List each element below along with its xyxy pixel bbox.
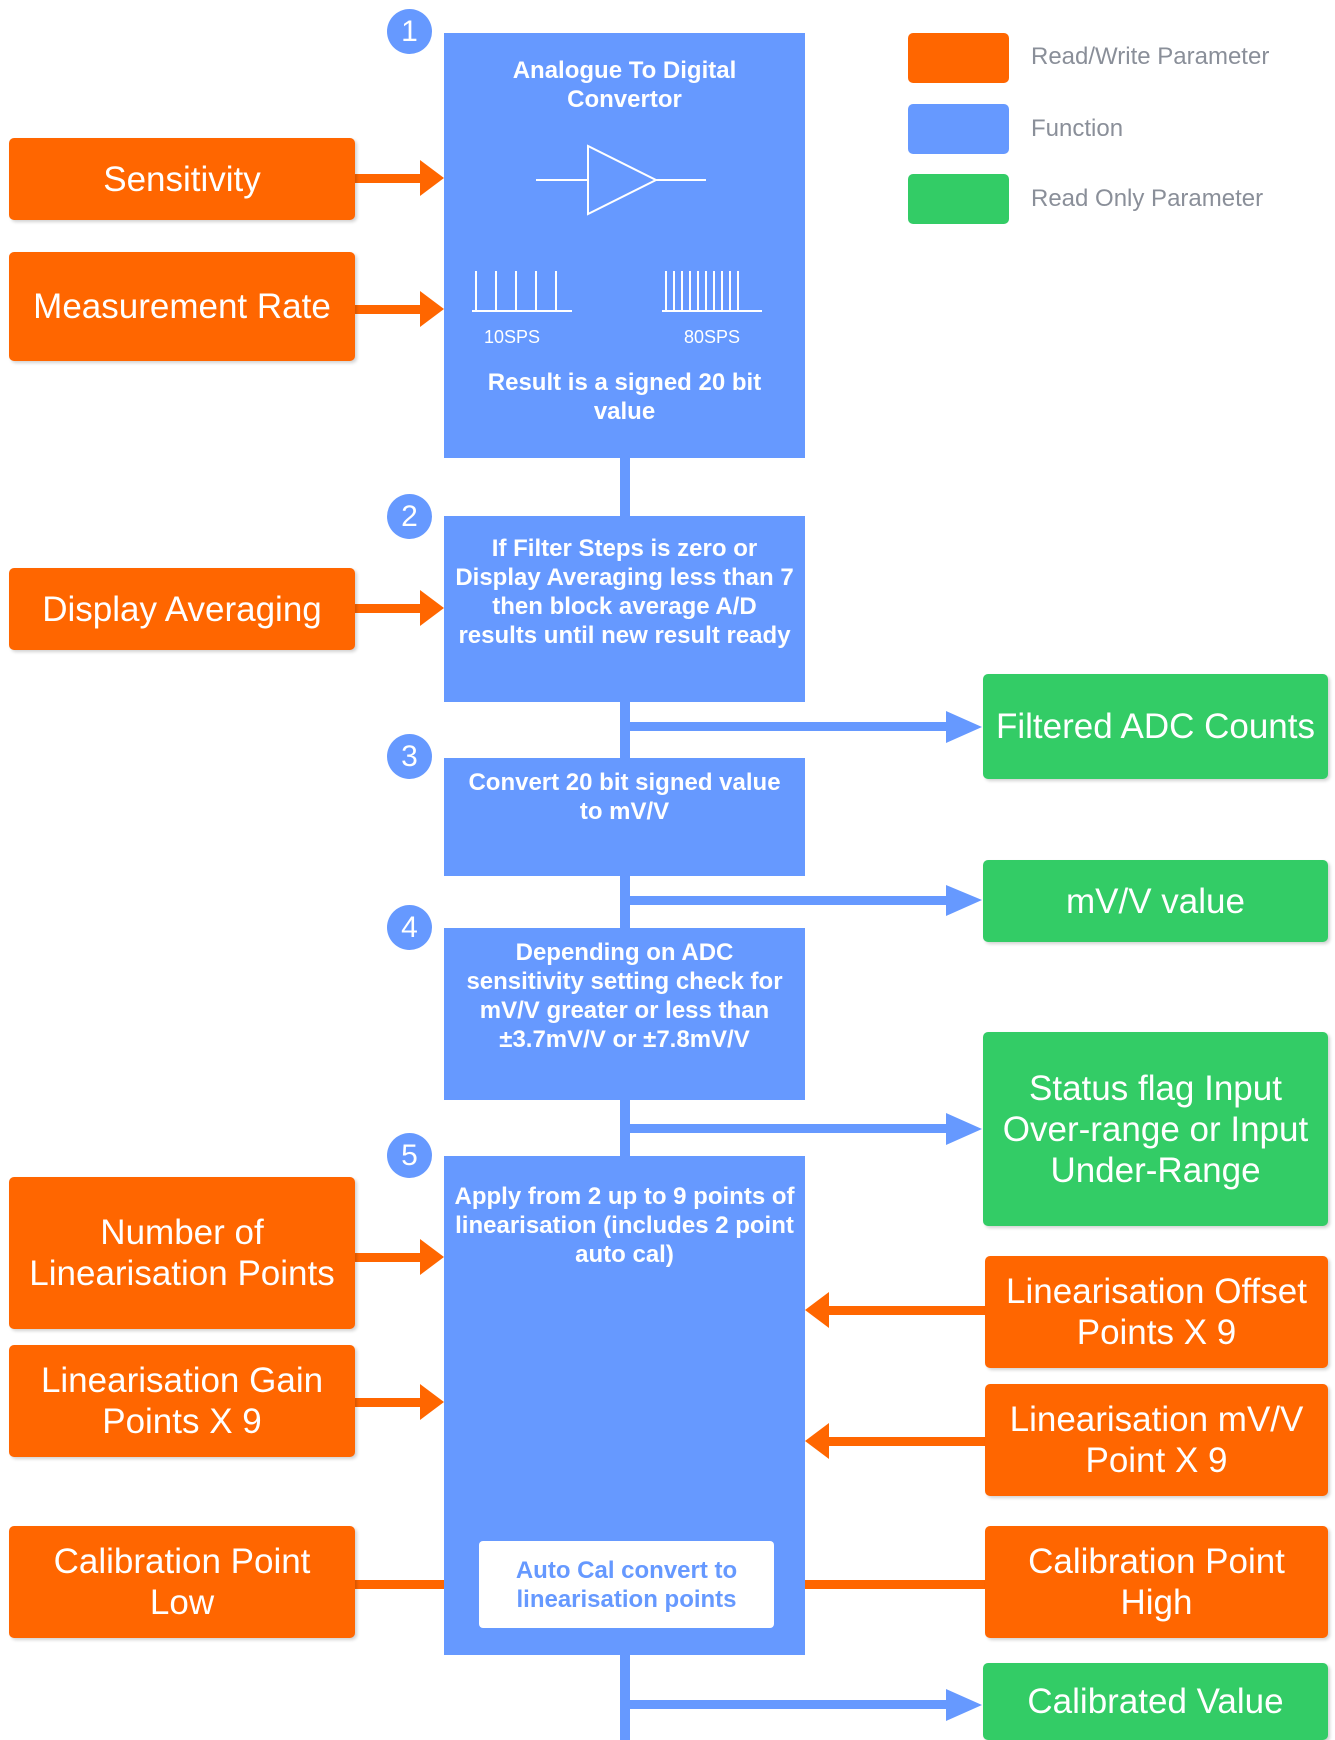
adc-result-text: Result is a signed 20 bit value [487,369,762,425]
output-mvv-value-label: mV/V value [1066,881,1245,921]
param-lin-offset-points-label: Linearisation Offset Points X 9 [1006,1272,1307,1352]
arrow-from-cal-point-high [777,1566,985,1602]
auto-cal-text: Auto Cal convert to linearisation points [515,1556,738,1613]
legend-label-function: Function [1031,115,1124,142]
legend-label-read-only: Read Only Parameter [1031,185,1264,212]
rate-low-label: 10SPS [483,327,541,347]
param-lin-mvv-point: Linearisation mV/V Point X 9 [985,1384,1328,1496]
param-num-lin-points-label: Number of Linearisation Points [29,1213,335,1293]
arrow-to-status-flag [630,1113,982,1145]
output-filtered-adc-counts-label: Filtered ADC Counts [995,707,1316,746]
adc-title: Analogue To Digital Convertor [512,57,737,113]
step-badge-2: 2 [387,494,432,539]
param-cal-point-high: Calibration Point High [985,1526,1328,1638]
param-display-averaging: Display Averaging [9,568,355,650]
legend-swatch-read-only [908,174,1009,224]
step-3-text: Convert 20 bit signed value to mV/V [468,769,781,825]
param-sensitivity: Sensitivity [9,138,355,220]
arrow-to-mvv-value [630,885,982,916]
legend-label-read-write: Read/Write Parameter [1031,43,1270,70]
param-num-lin-points: Number of Linearisation Points [9,1177,355,1329]
output-status-flag-label: Status flag Input Over-range or Input Un… [1002,1068,1309,1190]
amplifier-icon [536,144,706,216]
output-calibrated-value-label: Calibrated Value [1027,1682,1284,1721]
arrow-from-num-lin-points [355,1239,444,1275]
high-rate-pulse-icon [662,271,762,312]
legend-swatch-function [908,104,1009,154]
param-sensitivity-label: Sensitivity [103,159,261,199]
step-4-text: Depending on ADC sensitivity setting che… [466,939,783,1053]
output-mvv-value: mV/V value [983,860,1328,942]
param-lin-offset-points: Linearisation Offset Points X 9 [985,1256,1328,1368]
auto-cal-box: Auto Cal convert to linearisation points [479,1541,774,1628]
step-badge-5: 5 [387,1133,432,1178]
param-cal-point-low: Calibration Point Low [9,1526,355,1638]
function-block-4-range-check: Depending on ADC sensitivity setting che… [444,928,805,1100]
step-badge-3: 3 [387,734,432,779]
arrow-from-lin-mvv-point [805,1423,985,1459]
param-display-averaging-label: Display Averaging [42,589,322,629]
param-lin-mvv-point-label: Linearisation mV/V Point X 9 [1009,1400,1304,1480]
step-badge-1: 1 [387,9,432,54]
function-block-3-convert: Convert 20 bit signed value to mV/V [444,758,805,876]
output-calibrated-value: Calibrated Value [983,1663,1328,1740]
flow-line-3-4 [620,876,630,928]
param-cal-point-high-label: Calibration Point High [1028,1542,1285,1622]
low-rate-pulse-icon [472,271,572,312]
arrow-to-calibrated-value [630,1689,982,1721]
flow-line-4-5 [620,1100,630,1156]
flow-line-2-3 [620,702,630,758]
flow-line-5-out [620,1655,630,1740]
step-badge-4: 4 [387,905,432,950]
arrow-from-measurement-rate [355,291,444,327]
output-filtered-adc-counts: Filtered ADC Counts [983,674,1328,779]
param-measurement-rate: Measurement Rate [9,252,355,361]
step-5-text: Apply from 2 up to 9 points of linearisa… [454,1183,795,1268]
legend-swatch-read-write [908,33,1009,83]
arrow-from-lin-offset-points [805,1292,985,1328]
param-lin-gain-points: Linearisation Gain Points X 9 [9,1345,355,1457]
step-2-text: If Filter Steps is zero or Display Avera… [455,535,794,649]
param-measurement-rate-label: Measurement Rate [33,287,331,326]
arrow-from-display-averaging [355,590,444,626]
output-status-flag: Status flag Input Over-range or Input Un… [983,1032,1328,1226]
param-cal-point-low-label: Calibration Point Low [53,1542,311,1622]
function-block-2-averaging: If Filter Steps is zero or Display Avera… [444,516,805,702]
function-block-1-adc: Analogue To Digital Convertor 10SPS 80SP… [444,33,805,458]
param-lin-gain-points-label: Linearisation Gain Points X 9 [40,1361,324,1441]
flow-line-1-2 [620,458,630,516]
rate-high-label: 80SPS [683,327,741,347]
arrow-from-lin-gain-points [355,1384,444,1420]
arrow-to-filtered-adc [630,711,982,743]
arrow-from-sensitivity [355,160,444,196]
